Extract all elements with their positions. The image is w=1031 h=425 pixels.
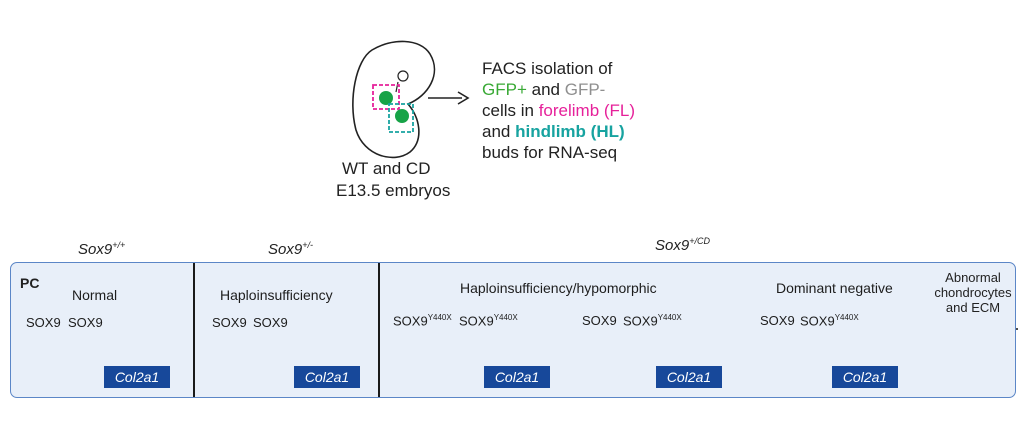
facs-line2: GFP+ and GFP-	[482, 79, 635, 100]
section-title-hypo: Haploinsufficiency/hypomorphic	[460, 280, 657, 296]
embryo-label-line1: WT and CD	[342, 159, 431, 178]
gene-box-col2a1: Col2a1	[832, 366, 898, 388]
gfp-negative-text: GFP-	[564, 80, 606, 99]
embryo-label-line2: E13.5 embryos	[336, 181, 451, 200]
protein-base: SOX9	[800, 313, 835, 329]
pc-label: PC	[20, 275, 40, 291]
protein-base: SOX9	[393, 313, 428, 329]
protein-sup: Y440X	[834, 313, 859, 322]
genotype-sup: +/-	[302, 240, 313, 250]
facs-line4: and hindlimb (HL)	[482, 121, 635, 142]
genotype-wt: Sox9+/+	[78, 240, 125, 258]
section-title-normal: Normal	[72, 287, 118, 303]
protein-sup: Y440X	[657, 313, 682, 322]
protein-label: SOX9	[68, 315, 103, 330]
protein-label: SOX9	[582, 313, 617, 328]
abnormal-line3: and ECM	[945, 300, 1001, 315]
genotype-base: Sox9	[655, 237, 690, 254]
forelimb-box	[372, 84, 400, 110]
forelimb-text: forelimb (FL)	[538, 101, 636, 120]
and-text: and	[482, 122, 511, 141]
section-title-dominant: Dominant negative	[776, 280, 893, 296]
protein-label: SOX9	[212, 315, 247, 330]
hindlimb-box	[388, 103, 414, 133]
protein-sup: Y440X	[493, 313, 518, 322]
protein-label-mutant: SOX9Y440X	[393, 313, 452, 328]
genotype-het: Sox9+/-	[268, 240, 313, 258]
facs-description: FACS isolation of GFP+ and GFP- cells in…	[482, 58, 635, 163]
genotype-sup: +/CD	[689, 236, 710, 246]
hindlimb-text: hindlimb (HL)	[515, 122, 625, 141]
protein-label-mutant: SOX9Y440X	[800, 313, 859, 328]
abnormal-label: Abnormal chondrocytes and ECM	[928, 270, 1018, 315]
genotype-base: Sox9	[78, 241, 113, 258]
protein-sup: Y440X	[427, 313, 452, 322]
genotype-cd: Sox9+/CD	[655, 236, 710, 254]
protein-label-mutant: SOX9Y440X	[459, 313, 518, 328]
abnormal-line1: Abnormal	[945, 270, 1001, 285]
abnormal-line2: chondrocytes	[934, 285, 1012, 300]
protein-label: SOX9	[760, 313, 795, 328]
arrow-right-icon	[428, 91, 470, 105]
protein-label: SOX9	[253, 315, 288, 330]
gene-box-col2a1: Col2a1	[656, 366, 722, 388]
genotype-sup: +/+	[112, 240, 126, 250]
and-text: and	[531, 80, 560, 99]
section-divider	[378, 263, 380, 397]
protein-base: SOX9	[623, 313, 658, 329]
embryo-illustration	[352, 40, 436, 159]
genotype-base: Sox9	[268, 241, 303, 258]
facs-line5: buds for RNA-seq	[482, 143, 618, 162]
protein-label: SOX9	[26, 315, 61, 330]
gene-box-col2a1: Col2a1	[104, 366, 170, 388]
facs-line1: FACS isolation of	[482, 59, 613, 78]
protein-base: SOX9	[459, 313, 494, 329]
cells-in-text: cells in	[482, 101, 534, 120]
facs-line3: cells in forelimb (FL)	[482, 100, 635, 121]
protein-label-mutant: SOX9Y440X	[623, 313, 682, 328]
gene-box-col2a1: Col2a1	[294, 366, 360, 388]
gfp-positive-text: GFP+	[482, 80, 527, 99]
section-divider	[193, 263, 195, 397]
gene-box-col2a1: Col2a1	[484, 366, 550, 388]
section-title-haplo: Haploinsufficiency	[220, 287, 333, 303]
